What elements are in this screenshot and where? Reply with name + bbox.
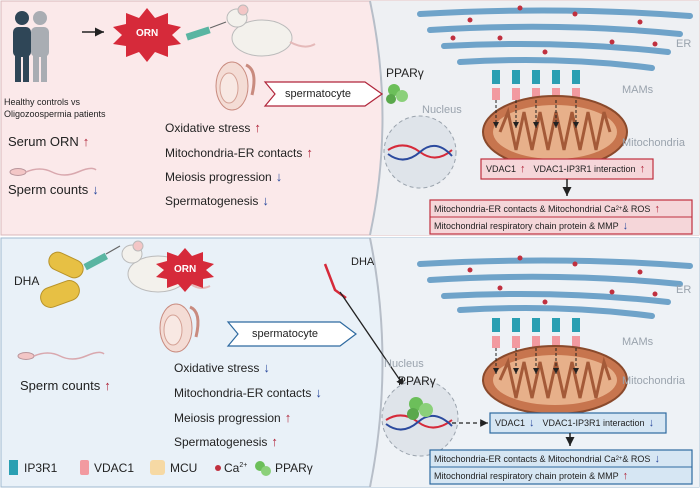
mcu-legend-icon	[150, 460, 165, 475]
mito-label-bottom: Mitochondria	[622, 375, 685, 387]
spermatocyte-label-bottom: spermatocyte	[252, 328, 319, 340]
dha-label-left: DHA	[14, 274, 40, 288]
vdac-box-bottom	[489, 412, 667, 434]
outcome-top-line1: Mitochondria-ER contacts & Mitochondrial…	[434, 203, 660, 215]
mitochondrion-bottom	[482, 345, 628, 415]
outcome-bottom-line1: Mitochondria-ER contacts & Mitochondrial…	[434, 453, 660, 465]
mams-label-top: MAMs	[622, 84, 654, 96]
sperm-icon-bottom	[17, 351, 105, 360]
effect-top-1: Mitochondria-ER contacts↑	[165, 145, 313, 160]
mito-label-top: Mitochondria	[622, 137, 685, 149]
pparg-label-bottom: PPARγ	[398, 374, 436, 388]
effect-bottom-0: Oxidative stress↓	[174, 360, 270, 375]
pparg-icon-top	[386, 84, 408, 104]
channels-top	[492, 70, 580, 100]
dha-label-molecule: DHA	[351, 256, 375, 268]
effect-bottom-1: Mitochondria-ER contacts↓	[174, 385, 322, 400]
sperm-counts-bottom: Sperm counts↑	[20, 378, 111, 393]
effect-top-3: Spermatogenesis↓	[165, 193, 269, 208]
effect-top-2: Meiosis progression↓	[165, 169, 283, 184]
pparg-legend-icon	[255, 461, 271, 476]
syringe-icon-top	[185, 21, 227, 41]
er-bottom	[417, 257, 693, 319]
ip3r1-legend-icon	[9, 460, 18, 475]
ca-dots-top	[450, 5, 658, 55]
spermatocyte-arrow-top	[263, 81, 384, 107]
er-label-top: ER	[676, 38, 692, 50]
nucleus-bottom	[381, 379, 459, 457]
orn-label-top: ORN	[136, 28, 159, 39]
effect-bottom-2: Meiosis progression↑	[174, 410, 292, 425]
nucleus-label-bottom: Nucleus	[384, 358, 424, 370]
ca-dots-bottom	[467, 255, 658, 305]
legend-mcu: MCU	[170, 461, 198, 475]
vdac-box-bottom-text: VDAC1↓ VDAC1-IP3R1 interaction↓	[495, 417, 655, 429]
channels-bottom	[492, 318, 580, 348]
effect-bottom-3: Spermatogenesis↑	[174, 434, 278, 449]
er-top	[417, 7, 693, 71]
orn-label-bottom: ORN	[174, 264, 197, 275]
sperm-counts-top: Sperm counts↓	[8, 182, 99, 197]
syringe-icon-bottom	[83, 245, 121, 271]
sperm-icon-top	[9, 167, 97, 176]
pparg-label-top: PPARγ	[386, 66, 424, 80]
outcome-bottom-line2: Mitochondrial respiratory chain protein …	[434, 470, 629, 482]
ca-legend-icon	[215, 465, 221, 471]
orn-burst-top	[113, 8, 181, 62]
people-icon	[13, 11, 49, 82]
cohort-label: Healthy controls vs Oligozoospermia pati…	[4, 97, 106, 119]
mouse-icon-top	[226, 4, 316, 57]
effect-top-0: Oxidative stress↑	[165, 120, 261, 135]
testis-icon-top	[215, 61, 256, 111]
dha-capsules-icon	[40, 251, 84, 308]
vdac-box-top-text: VDAC1↑ VDAC1-IP3R1 interaction↑	[486, 163, 646, 175]
pparg-icon-bottom	[407, 397, 433, 420]
er-label-bottom: ER	[676, 284, 692, 296]
mams-label-bottom: MAMs	[622, 336, 654, 348]
spermatocyte-label-top: spermatocyte	[285, 88, 352, 100]
legend-ca: Ca2+	[224, 461, 248, 475]
legend-pparg: PPARγ	[275, 461, 313, 475]
nucleus-label-top: Nucleus	[422, 104, 462, 116]
serum-orn-label: Serum ORN↑	[8, 134, 90, 149]
testis-icon-bottom	[159, 303, 200, 353]
orn-burst-bottom	[156, 248, 214, 292]
spermatocyte-arrow-bottom	[226, 321, 357, 347]
mitochondrion-top	[482, 95, 628, 169]
outcome-top-line2: Mitochondrial respiratory chain protein …	[434, 220, 629, 232]
vdac1-legend-icon	[80, 460, 89, 475]
legend-vdac1: VDAC1	[94, 461, 135, 475]
nucleus-top	[383, 115, 457, 189]
legend-ip3r1: IP3R1	[24, 461, 58, 475]
